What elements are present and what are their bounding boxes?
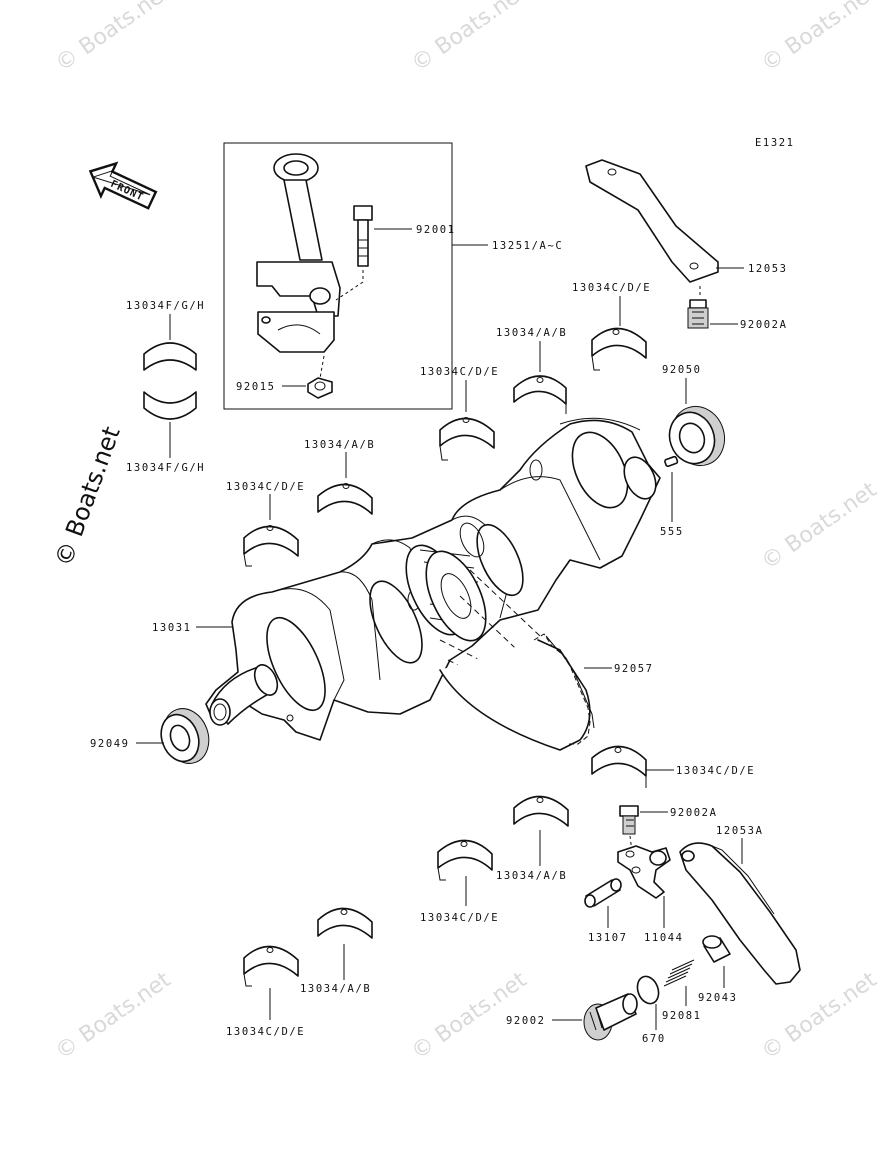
part-label-92050: 92050 xyxy=(662,364,702,376)
part-label-13034cde-a: 13034C/D/E xyxy=(572,282,651,294)
part-label-13034cde-b: 13034C/D/E xyxy=(420,366,499,378)
part-label-13034fgh-bottom: 13034F/G/H xyxy=(126,462,205,474)
part-label-12053: 12053 xyxy=(748,263,788,275)
tensioner-bolt-92002 xyxy=(583,993,638,1041)
part-label-13034ab-c: 13034/A/B xyxy=(496,870,567,882)
bearing-shell-g xyxy=(513,795,569,827)
bearing-shell-j xyxy=(243,945,299,987)
diagram-code: E1321 xyxy=(755,137,795,149)
bearing-shell-h xyxy=(437,839,493,881)
watermark-dark-text: © Boats.net xyxy=(49,423,125,570)
part-label-92049: 92049 xyxy=(90,738,130,750)
oil-seal-92050 xyxy=(668,405,725,467)
part-label-670: 670 xyxy=(642,1033,666,1045)
bearing-shell-d xyxy=(317,483,373,515)
watermark-text: © Boats.net xyxy=(757,0,882,77)
part-label-92015: 92015 xyxy=(236,381,276,393)
bearing-shell-i xyxy=(317,907,373,939)
part-label-13034ab-a: 13034/A/B xyxy=(496,327,567,339)
crankshaft-13031 xyxy=(205,417,661,741)
part-label-555: 555 xyxy=(660,526,684,538)
bracket-11044 xyxy=(617,845,671,899)
part-label-13107: 13107 xyxy=(588,932,628,944)
o-ring-670 xyxy=(636,975,660,1005)
bearing-shell-f xyxy=(591,745,647,788)
pin-13107 xyxy=(584,878,622,908)
part-label-13034ab-d: 13034/A/B xyxy=(300,983,371,995)
part-label-13031: 13031 xyxy=(152,622,192,634)
part-label-92057: 92057 xyxy=(614,663,654,675)
part-label-92081: 92081 xyxy=(662,1010,702,1022)
part-label-92002: 92002 xyxy=(506,1015,546,1027)
spring-92081 xyxy=(663,959,695,987)
watermark-text: © Boats.net xyxy=(51,967,176,1065)
part-label-92043: 92043 xyxy=(698,992,738,1004)
part-label-13034cde-e: 13034C/D/E xyxy=(420,912,499,924)
connecting-rod-assembly xyxy=(223,142,453,410)
bolt-92002a-top xyxy=(687,299,709,329)
part-label-13034cde-f: 13034C/D/E xyxy=(226,1026,305,1038)
bolt-92002a-bottom xyxy=(619,805,639,853)
bearing-shell-e xyxy=(243,525,299,567)
plunger-92043 xyxy=(702,935,731,963)
part-label-13251: 13251/A~C xyxy=(492,240,563,252)
part-label-13034cde-c: 13034C/D/E xyxy=(226,481,305,493)
bearing-shell-c xyxy=(439,417,495,461)
watermark-text: © Boats.net xyxy=(757,477,882,575)
chain-guide-12053a xyxy=(679,842,801,985)
cam-chain-92057 xyxy=(439,569,595,751)
chain-guide-12053 xyxy=(585,159,719,298)
oil-seal-92049 xyxy=(160,708,210,764)
bearing-shell-a xyxy=(591,327,647,371)
part-label-92002a-top: 92002A xyxy=(740,319,788,331)
part-label-92002a-bottom: 92002A xyxy=(670,807,718,819)
part-label-13034fgh-top: 13034F/G/H xyxy=(126,300,205,312)
pin-555 xyxy=(664,455,679,468)
watermark-text: © Boats.net xyxy=(407,0,532,77)
front-arrow-icon: FRONT xyxy=(88,161,158,210)
part-label-11044: 11044 xyxy=(644,932,684,944)
part-label-92001: 92001 xyxy=(416,224,456,236)
bearing-shell-b xyxy=(513,375,567,414)
part-label-13034cde-d: 13034C/D/E xyxy=(676,765,755,777)
watermark-text: © Boats.net xyxy=(51,0,176,77)
part-label-13034ab-b: 13034/A/B xyxy=(304,439,375,451)
bearing-shell-pair-left xyxy=(143,342,197,420)
part-label-12053a: 12053A xyxy=(716,825,764,837)
